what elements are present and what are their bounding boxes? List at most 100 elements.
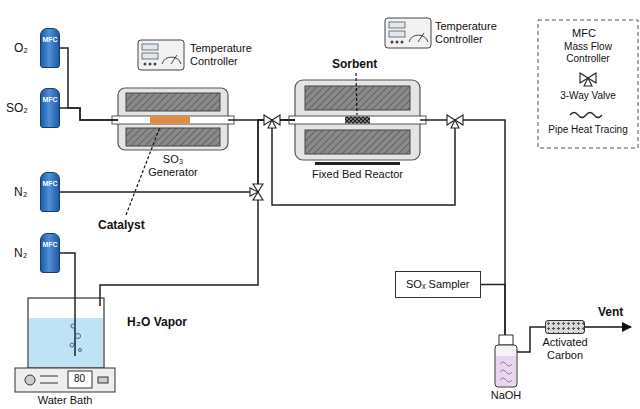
mass-flow-controller: MFC	[40, 233, 60, 273]
pipe-connector	[60, 108, 118, 120]
three-way-valve	[250, 188, 258, 196]
node-text: MFC	[41, 180, 59, 188]
legend-text: Mass Flow Controller	[542, 41, 634, 65]
legend-sample-text: MFC	[572, 26, 596, 40]
temperature-controller-icon	[142, 44, 158, 50]
furnace-body	[112, 116, 234, 124]
naoh-bottle: NaOH	[495, 335, 517, 387]
water-bath-illustration	[68, 371, 92, 388]
legend-text: 3-Way Valve	[542, 90, 634, 102]
water-bath-illustration	[40, 376, 58, 377]
temperature-controller: Temperature Controller	[190, 42, 260, 68]
water-bath-illustration	[15, 368, 115, 392]
callout-label: Sorbent	[332, 57, 377, 71]
temperature-controller-icon	[396, 41, 399, 44]
node-text: Water Bath	[15, 394, 115, 407]
three-way-valve	[584, 78, 592, 86]
sorbent-bed	[345, 117, 370, 124]
three-way-valve	[250, 184, 263, 200]
pipe-connector	[420, 120, 505, 335]
node-text: Activated Carbon	[533, 336, 597, 362]
three-way-valve	[268, 120, 276, 128]
reactor-body	[305, 130, 410, 154]
gas-label: N₂	[14, 185, 27, 199]
node-text: MFC	[41, 96, 59, 104]
furnace-body	[126, 93, 220, 111]
pipe-connector	[481, 285, 505, 336]
display-reading: 80	[74, 372, 85, 386]
pipe-connector	[60, 120, 295, 192]
node-text: H₂O Vapor	[127, 316, 187, 329]
three-way-valve	[580, 73, 596, 86]
bypass-line	[272, 120, 455, 205]
node-text: NaOH	[481, 389, 531, 402]
water-bath-illustration	[99, 298, 101, 306]
legend-frame	[538, 20, 638, 148]
reactor-body	[305, 86, 410, 110]
catalyst-bed	[150, 117, 190, 124]
vent-label: Vent	[598, 305, 623, 319]
three-way-valve	[264, 115, 280, 128]
temperature-controller-icon	[401, 41, 404, 44]
water-bath-illustration	[79, 349, 82, 352]
water-bath-illustration	[25, 375, 35, 385]
reactor-body	[315, 162, 400, 165]
temperature-controller-icon	[138, 18, 431, 70]
reactor-body	[289, 80, 426, 165]
pipe	[60, 48, 545, 352]
temperature-controller-icon	[149, 63, 152, 66]
sox-sampler: SOₓ Sampler	[395, 271, 481, 298]
water-bath-illustration	[76, 334, 81, 339]
node-text: Temperature Controller	[190, 42, 260, 68]
vent-arrow	[585, 326, 631, 328]
legend-frame	[538, 20, 638, 148]
water-bath-illustration	[71, 324, 75, 328]
mass-flow-controller: MFC	[40, 88, 60, 128]
sorbent-bed	[345, 117, 370, 124]
temperature-controller-icon	[389, 31, 405, 37]
naoh-bottle	[496, 356, 516, 386]
naoh-bottle	[499, 335, 513, 345]
node-text: MFC	[41, 241, 59, 249]
gas-label: N₂	[14, 246, 27, 260]
temperature-controller-icon	[391, 41, 394, 44]
so3-generator: SO₃ Generator	[118, 88, 228, 150]
node-text: Temperature Controller	[435, 20, 505, 46]
naoh-bottle	[500, 362, 512, 382]
naoh-bottle	[495, 345, 517, 387]
legend-frame	[570, 113, 602, 118]
temperature-controller-icon	[385, 18, 431, 48]
temperature-controller-icon	[142, 53, 158, 59]
furnace-body	[126, 128, 220, 146]
gas-label: O₂	[14, 41, 28, 55]
node-text: SOₓ Sampler	[406, 278, 470, 291]
pipe-connector	[60, 48, 118, 120]
water-bath-illustration	[40, 383, 58, 384]
pipe-connector	[228, 119, 295, 121]
legend-text: Pipe Heat Tracing	[542, 124, 634, 136]
activated-carbon-filter: Activated Carbon	[545, 320, 585, 334]
naoh-bottle	[495, 335, 517, 387]
node-text: MFC	[41, 36, 59, 44]
three-way-valve	[447, 115, 463, 128]
bypass-line	[272, 120, 455, 205]
pipe-connector	[100, 120, 295, 298]
temperature-controller-icon	[144, 63, 147, 66]
catalyst-bed	[150, 117, 190, 124]
reactor-body	[289, 116, 426, 124]
water-bath-illustration	[98, 377, 108, 383]
water-bath-illustration	[29, 318, 103, 367]
vent-arrow	[585, 327, 631, 328]
node-text: SO₃ Generator	[142, 153, 204, 179]
mass-flow-controller: MFC	[40, 172, 60, 212]
temperature-controller-icon	[418, 33, 424, 42]
pipe-connector	[60, 253, 75, 298]
pipe-connector	[517, 327, 545, 352]
temperature-controller-icon	[171, 55, 177, 64]
temperature-controller-icon	[138, 40, 184, 70]
mass-flow-controller: MFC	[40, 28, 60, 68]
node-text: Fixed Bed Reactor	[298, 168, 418, 181]
three-way-valve	[250, 73, 596, 200]
leader-line	[126, 73, 357, 215]
water-bath-illustration	[70, 343, 74, 347]
